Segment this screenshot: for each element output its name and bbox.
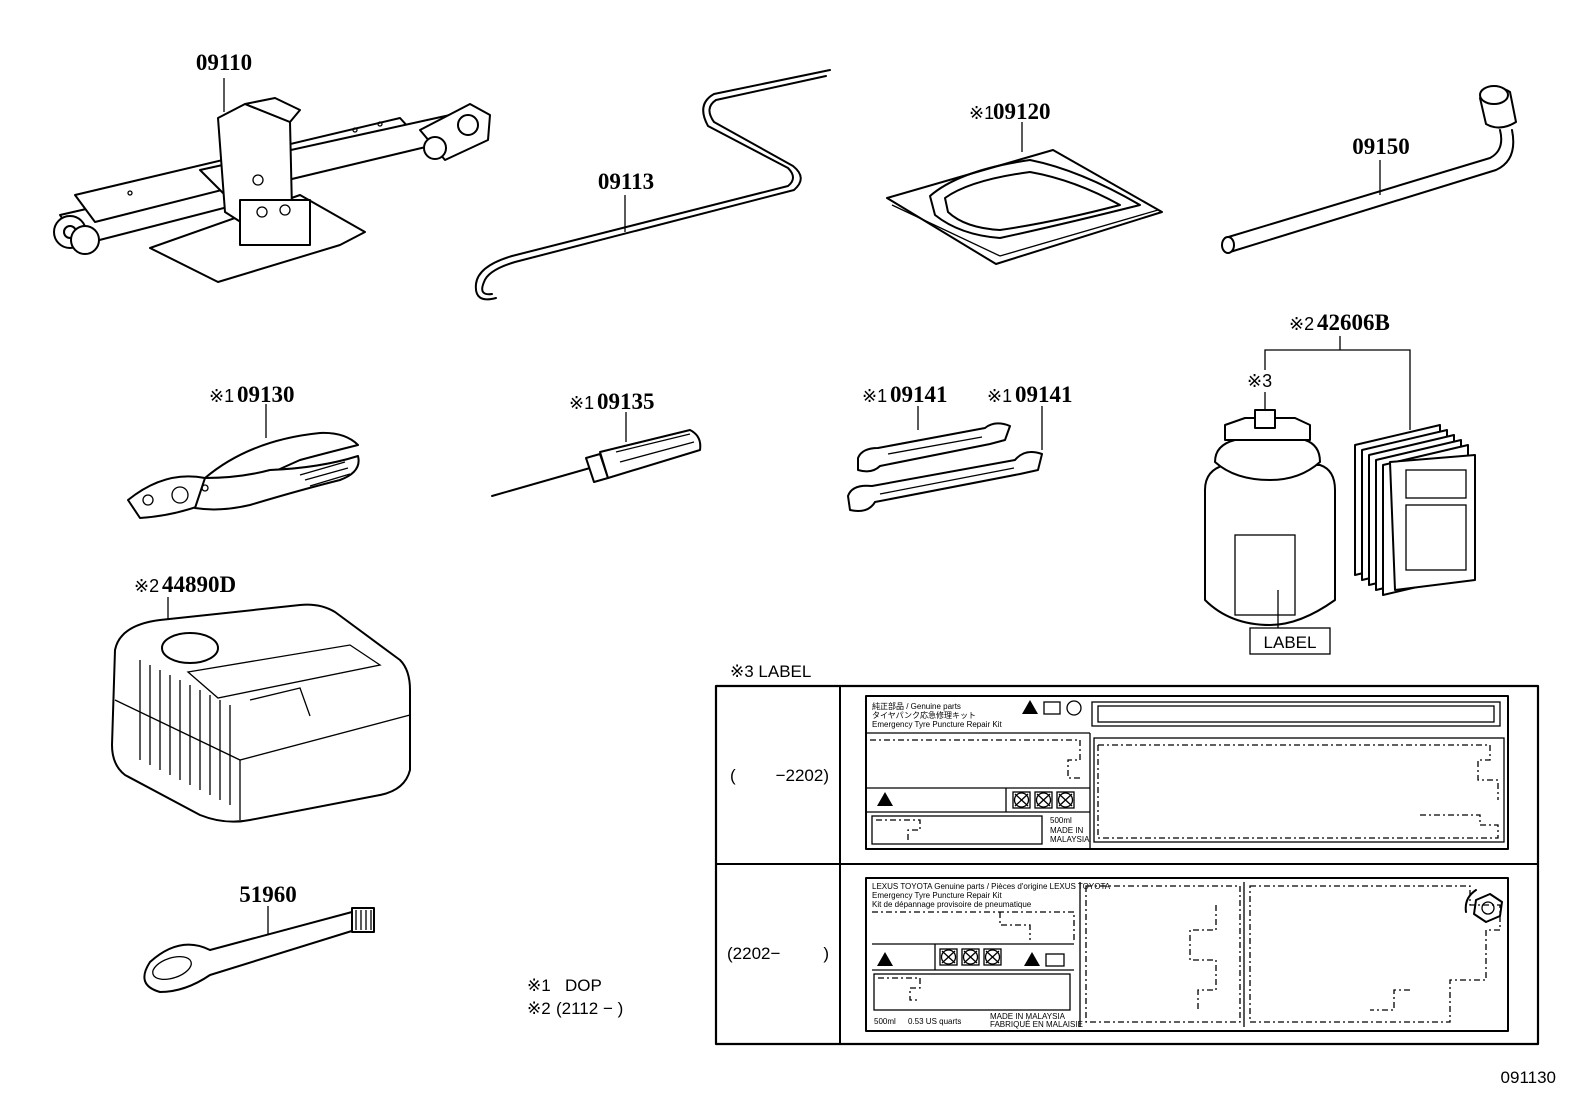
tool-bag-illustration bbox=[886, 122, 1163, 265]
note-2-mark: ※2 bbox=[527, 999, 551, 1018]
label-sticker-new bbox=[865, 877, 1509, 1032]
label-table-title: ※3 LABEL bbox=[730, 662, 811, 681]
part-number-compressor: 44890D bbox=[162, 572, 236, 597]
figure-id: 091130 bbox=[1501, 1068, 1556, 1087]
part-mark-repair-kit: ※2 bbox=[1289, 314, 1314, 334]
wheel-wrench-illustration bbox=[1221, 85, 1517, 254]
part-mark-wrench-1: ※1 bbox=[862, 386, 887, 406]
bottle-cap-mark: ※3 bbox=[1247, 371, 1272, 391]
part-mark-screwdriver: ※1 bbox=[569, 393, 594, 413]
label-1-head-line-1: 純正部品 / Genuine parts bbox=[872, 701, 961, 711]
part-number-jack-handle: 09113 bbox=[598, 169, 654, 194]
label-2-quarts: 0.53 US quarts bbox=[908, 1017, 961, 1026]
label-1-origin-2: MALAYSIA bbox=[1050, 835, 1090, 844]
part-number-jack: 09110 bbox=[196, 50, 252, 75]
part-mark-pliers: ※1 bbox=[209, 386, 234, 406]
prohibition-icons-2 bbox=[939, 948, 1002, 966]
label-row-1-period-value: −2202) bbox=[776, 766, 829, 785]
bottle-label-tag: LABEL bbox=[1264, 633, 1317, 652]
part-number-wrench-2: 09141 bbox=[1015, 382, 1073, 407]
label-row-2-period-value: ) bbox=[823, 944, 829, 963]
jack-handle-illustration bbox=[474, 69, 831, 301]
label-2-volume: 500ml bbox=[874, 1017, 896, 1026]
label-2-head-line-3: Kit de dépannage provisoire de pneumatiq… bbox=[872, 900, 1032, 909]
screwdriver-illustration bbox=[491, 412, 702, 497]
label-2-head-line-1: LEXUS TOYOTA Genuine parts / Pièces d'or… bbox=[872, 882, 1111, 891]
part-mark-tool-bag: ※1 bbox=[969, 103, 994, 123]
part-number-pliers: 09130 bbox=[237, 382, 295, 407]
jack-illustration bbox=[53, 78, 491, 283]
part-number-tool-bag: 09120 bbox=[993, 99, 1051, 124]
label-1-origin-1: MADE IN bbox=[1050, 826, 1084, 835]
label-row-2-period-open: (2202− bbox=[727, 944, 780, 963]
part-mark-wrench-2: ※1 bbox=[987, 386, 1012, 406]
part-number-wheel-wrench: 09150 bbox=[1352, 134, 1410, 159]
pliers-illustration bbox=[127, 404, 360, 519]
label-2-origin-1: MADE IN MALAYSIA bbox=[990, 1012, 1066, 1021]
note-2-text: (2112 − ) bbox=[556, 999, 623, 1018]
note-1-text: DOP bbox=[565, 976, 602, 995]
part-mark-compressor: ※2 bbox=[134, 576, 159, 596]
part-number-screwdriver: 09135 bbox=[597, 389, 655, 414]
wrenches-illustration bbox=[847, 406, 1043, 512]
repair-kit-illustration bbox=[1204, 336, 1476, 655]
label-1-head-line-2: タイヤパンク応急修理キット bbox=[872, 710, 976, 720]
label-1-volume: 500ml bbox=[1050, 816, 1072, 825]
label-table bbox=[714, 684, 1540, 1046]
label-sticker-old bbox=[865, 695, 1509, 850]
part-number-towing-eye: 51960 bbox=[239, 882, 297, 907]
label-2-origin-2: FABRIQUÉ EN MALAISIE bbox=[990, 1020, 1083, 1029]
label-2-head-line-2: Emergency Tyre Puncture Repair Kit bbox=[872, 891, 1002, 900]
label-1-head-line-3: Emergency Tyre Puncture Repair Kit bbox=[872, 720, 1002, 729]
label-row-1-period-open: ( bbox=[730, 766, 736, 785]
note-1-mark: ※1 bbox=[527, 976, 551, 995]
prohibition-icons bbox=[1012, 791, 1075, 809]
towing-eye-illustration bbox=[143, 906, 375, 993]
part-number-repair-kit: 42606B bbox=[1317, 310, 1390, 335]
part-number-wrench-1: 09141 bbox=[890, 382, 948, 407]
compressor-illustration bbox=[111, 597, 411, 823]
